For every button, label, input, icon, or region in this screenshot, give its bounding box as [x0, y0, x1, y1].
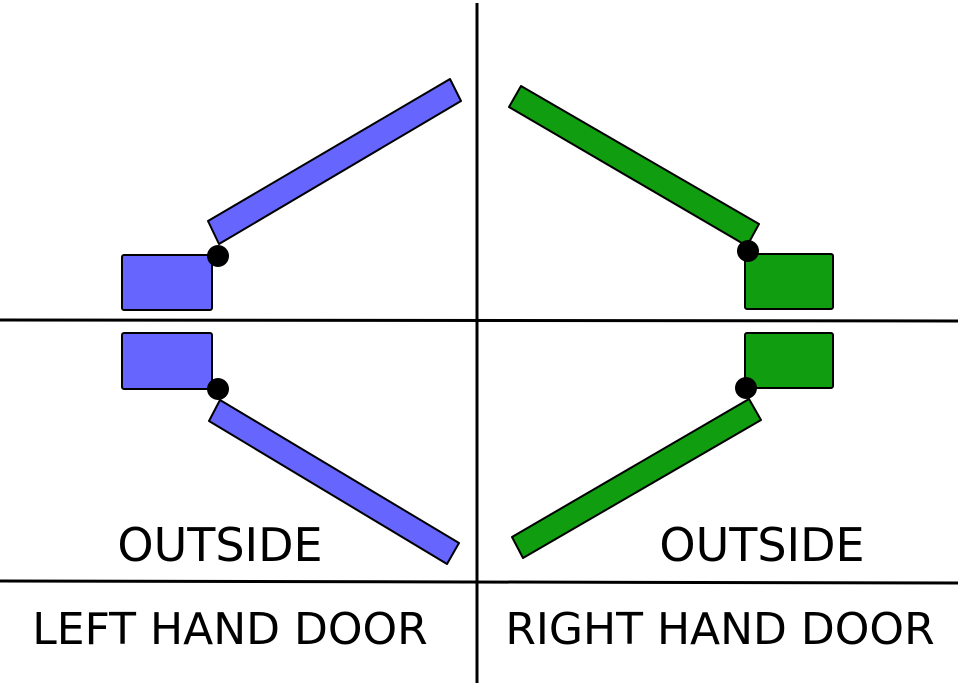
left-lower-hinge-pivot: [207, 378, 229, 400]
left-lower-door-leaf: [208, 399, 460, 565]
left-upper-door-leaf: [207, 78, 462, 245]
right-hand-door-group: [508, 85, 834, 559]
right-hand-door-title: RIGHT HAND DOOR: [505, 604, 934, 655]
horizontal-divider-middle: [0, 318, 958, 323]
right-lower-door-leaf: [511, 398, 762, 559]
right-lower-hinge-pivot: [735, 377, 757, 399]
right-lower-frame-block: [744, 332, 834, 389]
outside-label-left: OUTSIDE: [117, 518, 322, 572]
left-upper-hinge-pivot: [207, 245, 229, 267]
left-hand-door-title: LEFT HAND DOOR: [32, 604, 427, 655]
left-upper-frame-block: [121, 254, 213, 311]
left-hand-door-group: [121, 78, 462, 565]
outside-label-right: OUTSIDE: [659, 518, 864, 572]
right-upper-frame-block: [744, 253, 834, 310]
left-lower-frame-block: [121, 332, 213, 390]
horizontal-divider-bottom: [0, 579, 958, 585]
right-upper-door-leaf: [508, 85, 760, 247]
right-upper-hinge-pivot: [737, 240, 759, 262]
